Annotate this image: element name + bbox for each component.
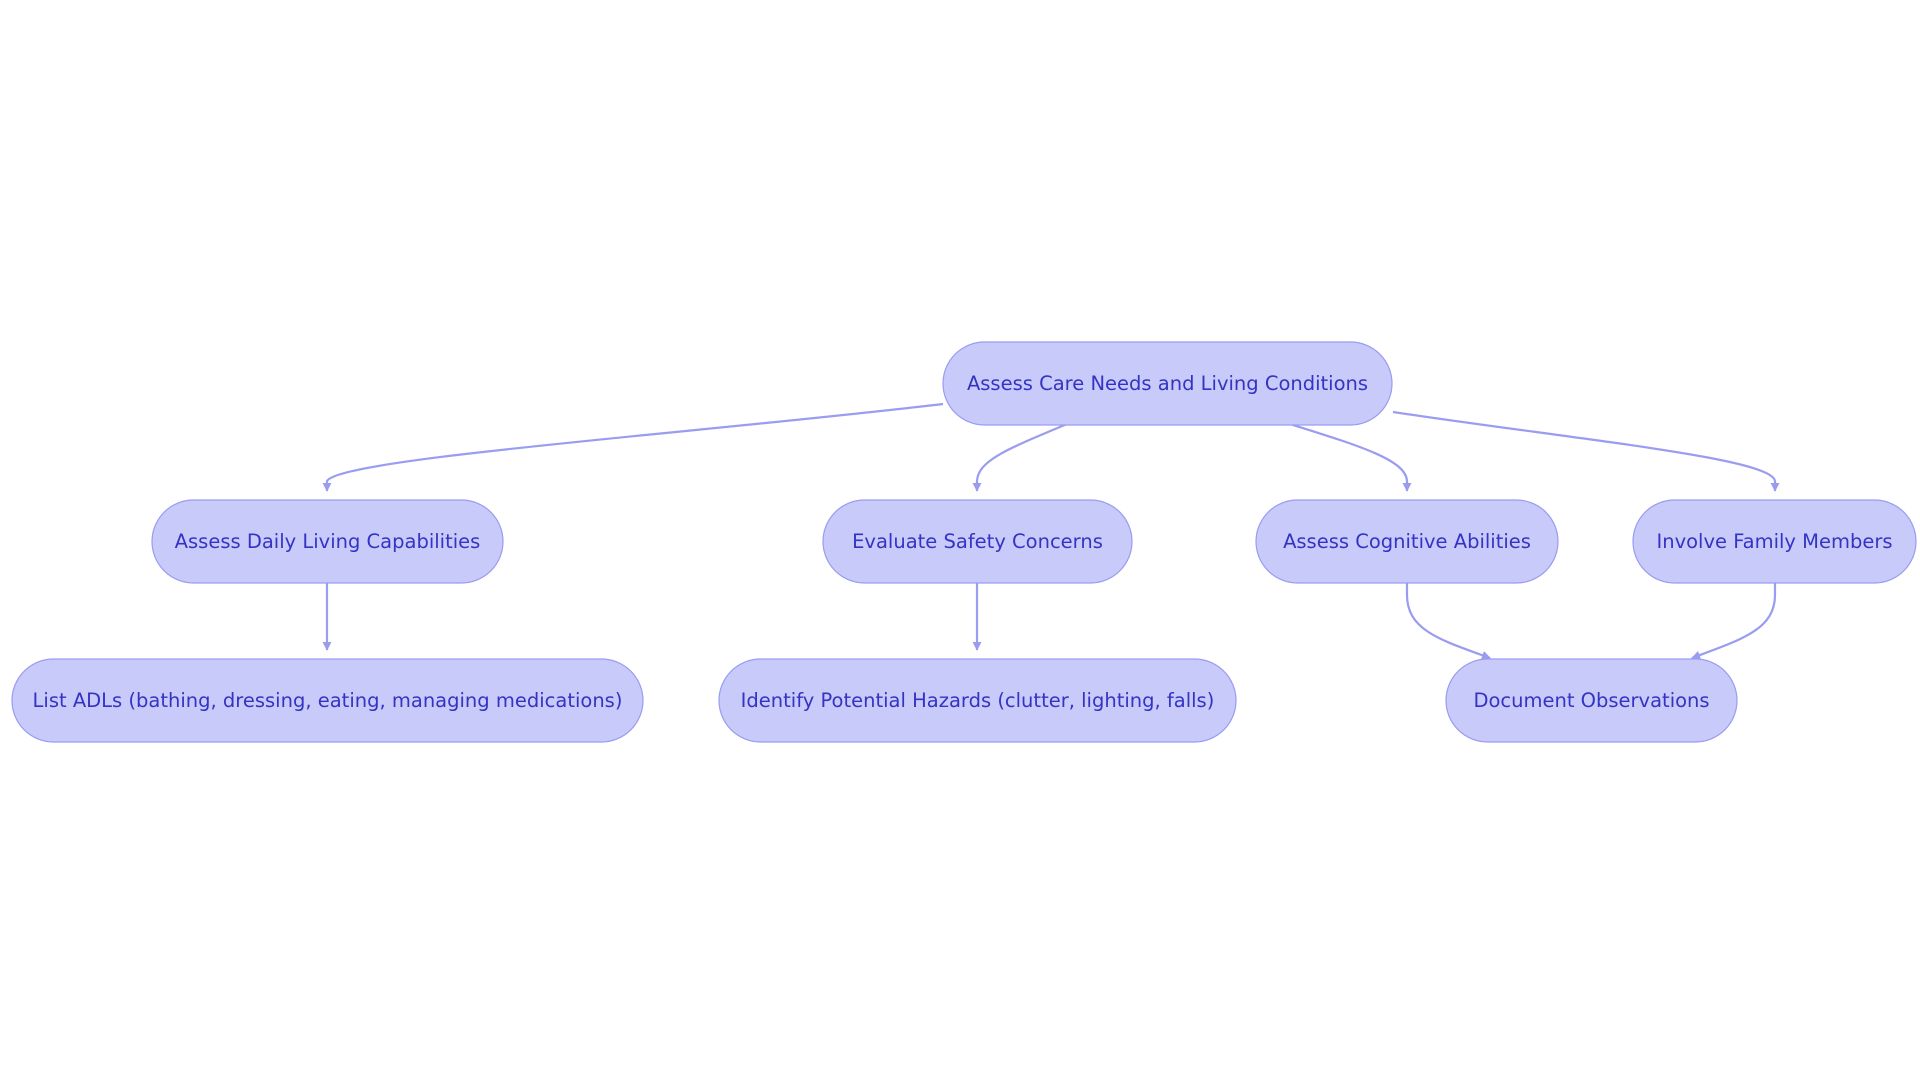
node-document: Document Observations [1445,658,1738,743]
node-cognitive: Assess Cognitive Abilities [1255,499,1559,584]
node-root-label: Assess Care Needs and Living Conditions [967,372,1368,395]
edge-cognitive-to-document [1405,583,1491,660]
edge-family-to-document [1691,583,1777,660]
node-hazards-label: Identify Potential Hazards (clutter, lig… [741,689,1215,712]
node-root-shape [942,341,1393,426]
edge-root-to-safety [972,422,1068,492]
node-adls-label: List ADLs (bathing, dressing, eating, ma… [33,689,623,712]
node-safety: Evaluate Safety Concerns [822,499,1133,584]
node-daily-shape [151,499,504,584]
node-daily-label: Assess Daily Living Capabilities [175,530,481,553]
node-family-shape [1632,499,1917,584]
edges-layer [322,402,1780,660]
edge-root-to-cognitive [1289,422,1412,492]
node-cognitive-shape [1255,499,1559,584]
node-family-label: Involve Family Members [1656,530,1892,553]
node-daily: Assess Daily Living Capabilities [151,499,504,584]
node-adls-shape [11,658,644,743]
nodes-layer: Assess Care Needs and Living Conditions … [11,341,1917,743]
node-safety-shape [822,499,1133,584]
node-family: Involve Family Members [1632,499,1917,584]
node-safety-label: Evaluate Safety Concerns [852,530,1103,553]
node-document-label: Document Observations [1473,689,1709,712]
node-root: Assess Care Needs and Living Conditions [942,341,1393,426]
node-cognitive-label: Assess Cognitive Abilities [1283,530,1531,553]
node-hazards-shape [718,658,1237,743]
edge-root-to-daily [322,402,944,492]
node-adls: List ADLs (bathing, dressing, eating, ma… [11,658,644,743]
node-document-shape [1445,658,1738,743]
edge-root-to-family [1392,410,1780,492]
node-hazards: Identify Potential Hazards (clutter, lig… [718,658,1237,743]
